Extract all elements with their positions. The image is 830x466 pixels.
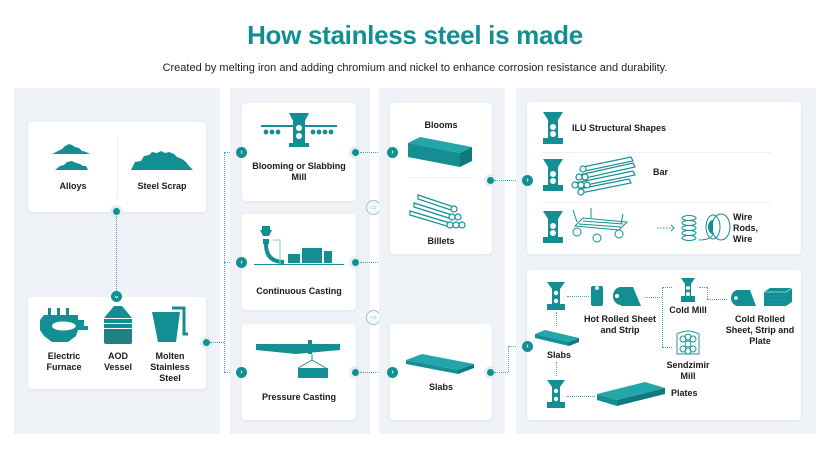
- card-divider: [117, 136, 118, 198]
- continuous-to-slabs-connector: [360, 262, 384, 263]
- alloys-pile-icon: [52, 144, 90, 170]
- rolling-stand-icon: [547, 380, 565, 408]
- long-products-input-node: ›: [522, 175, 533, 186]
- plates-icon: [597, 382, 665, 406]
- alloys-label: Alloys: [59, 181, 87, 191]
- aod-vessel-icon: [104, 306, 132, 344]
- electric-furnace-icon: [40, 308, 88, 342]
- continuous-caster-icon: [254, 226, 344, 265]
- continuous-output-node: [352, 259, 359, 266]
- melting-output-node: [203, 339, 210, 346]
- raw-materials-output-node: [113, 208, 120, 215]
- continuous-input-node: ›: [236, 257, 247, 268]
- wire-coil-icon: [572, 208, 731, 243]
- flat-slabs-label: Slabs: [546, 350, 571, 360]
- blooms-label: Blooms: [424, 120, 458, 130]
- wire-rods-label: Wire Rods, Wire: [733, 212, 759, 244]
- pressure-casting-label: Pressure Casting: [261, 392, 337, 402]
- blooming-mill-card: Blooming or Slabbing Mill: [242, 103, 356, 201]
- slabs-card: Slabs: [390, 324, 492, 420]
- raw-to-melting-connector: [116, 216, 117, 295]
- slabs-down-arrow: [556, 362, 557, 376]
- billets-to-long-products-connector: [494, 180, 524, 181]
- slabs-to-flat-connector: [494, 372, 508, 373]
- cold-rolled-label: Cold Rolled Sheet, Strip and Plate: [725, 314, 795, 346]
- plates-label: Plates: [671, 388, 698, 398]
- cold-mill-stand-icon: [681, 278, 695, 302]
- melting-card: Electric Furnace AOD Vessel Molten Stain…: [28, 297, 206, 389]
- melting-to-casting-connector: [210, 342, 224, 343]
- rolling-stand-icon: [543, 159, 563, 191]
- flat-products-input-node: ›: [522, 341, 533, 352]
- blooming-input-node: ›: [236, 147, 247, 158]
- pressure-casting-icon: [256, 340, 340, 378]
- slab-icon: [535, 330, 579, 346]
- page-subtitle: Created by melting iron and adding chrom…: [162, 62, 668, 74]
- rolling-stand-icon: [543, 112, 563, 144]
- ilu-structural-shapes-label: ILU Structural Shapes: [572, 123, 667, 133]
- electric-furnace-label: Electric Furnace: [46, 351, 82, 372]
- pressure-casting-card: Pressure Casting: [242, 324, 356, 420]
- continuous-casting-label: Continuous Casting: [256, 286, 342, 296]
- slabs-to-flat-vertical: [508, 346, 509, 372]
- melting-input-node: ⌄: [111, 291, 122, 302]
- pressure-input-node: ›: [236, 367, 247, 378]
- cold-rolled-products-icon: [731, 287, 793, 306]
- branch-to-sendzimir: [662, 347, 672, 348]
- hot-rolled-branch: [662, 287, 663, 347]
- aod-vessel-label: AOD Vessel: [103, 351, 133, 372]
- raw-materials-card: Alloys Steel Scrap: [28, 122, 206, 212]
- slab-icon: [406, 354, 474, 374]
- flat-products-card: Hot Rolled Sheet and Strip Cold Mill Sen…: [527, 270, 801, 420]
- sendzimir-label: Sendzimir Mill: [666, 360, 710, 381]
- bar-bundle-icon: [571, 156, 636, 196]
- pressure-to-slabs-connector: [360, 372, 390, 373]
- hot-rolled-label: Hot Rolled Sheet and Strip: [583, 314, 656, 335]
- slabs-input-node: ›: [387, 367, 398, 378]
- hot-to-cold-arrow: [645, 297, 662, 298]
- bloom-block-icon: [408, 137, 472, 167]
- continuous-casting-card: Continuous Casting: [242, 214, 356, 310]
- rolling-stand-icon: [547, 282, 565, 310]
- pressure-output-node: [352, 369, 359, 376]
- long-products-card: ILU Structural Shapes Bar: [527, 102, 801, 254]
- blooms-billets-card: Blooms Billets: [390, 103, 492, 254]
- card-divider: [408, 177, 474, 178]
- blooms-billets-output-node: [487, 177, 494, 184]
- sendzimir-mill-icon: [676, 330, 700, 355]
- bar-label: Bar: [653, 167, 669, 177]
- cold-mill-to-cold-rolled-drop: [707, 287, 708, 299]
- blooming-output-node: [352, 149, 359, 156]
- steel-scrap-label: Steel Scrap: [137, 181, 187, 191]
- scrap-pile-icon: [131, 151, 193, 170]
- rolling-stand-icon: [543, 211, 563, 243]
- hot-rolled-coil-icon: [591, 286, 641, 306]
- blooming-mill-icon: [261, 113, 337, 147]
- stand-to-plates-arrow: [567, 396, 595, 397]
- billets-label: Billets: [427, 236, 455, 246]
- cold-mill-to-cold-rolled-run: [707, 299, 727, 300]
- cold-mill-label: Cold Mill: [669, 305, 707, 315]
- slabs-up-arrow: [556, 312, 557, 326]
- slabs-output-node: [487, 369, 494, 376]
- branch-to-cold-mill: [662, 287, 672, 288]
- page-title: How stainless steel is made: [247, 20, 583, 50]
- molten-steel-label: Molten Stainless Steel: [150, 351, 190, 383]
- blooming-to-blooms-connector: [360, 152, 390, 153]
- blooms-input-node: ›: [387, 147, 398, 158]
- billets-stack-icon: [409, 194, 466, 229]
- row-divider: [543, 202, 771, 203]
- stand-to-hot-rolled-arrow: [567, 296, 589, 297]
- blooming-mill-label: Blooming or Slabbing Mill: [252, 161, 346, 182]
- ladle-icon: [152, 306, 188, 342]
- cold-mill-to-cold-rolled-arrow: [699, 287, 707, 288]
- row-divider: [543, 152, 771, 153]
- slabs-label: Slabs: [428, 382, 453, 392]
